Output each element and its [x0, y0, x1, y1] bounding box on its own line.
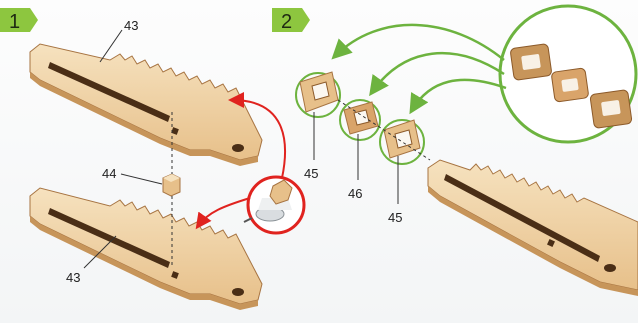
label-43-bottom: 43	[66, 270, 80, 285]
glue-arrow-bottom	[195, 197, 251, 230]
rack-part-step2	[427, 159, 638, 296]
frame-part-45-left	[295, 71, 341, 118]
frame-part-45-right	[379, 119, 425, 165]
label-45-right: 45	[388, 210, 402, 225]
glue-icon	[243, 175, 306, 235]
step-2-number: 2	[281, 11, 292, 33]
green-arrow-2	[369, 52, 505, 97]
label-45-left: 45	[304, 166, 318, 181]
label-46: 46	[348, 186, 362, 201]
green-arrow-1	[331, 23, 505, 61]
zoom-callout-icon	[498, 4, 638, 144]
step-2-badge: 2	[272, 8, 310, 33]
label-43-top: 43	[124, 18, 138, 33]
connector-part-44	[162, 173, 181, 197]
glue-arrow-top	[228, 92, 287, 179]
alignment-line-step2	[337, 99, 431, 161]
callout-frame-1	[510, 43, 552, 81]
label-44: 44	[102, 166, 116, 181]
leader-43-bottom	[83, 235, 117, 269]
callout-frame-2	[551, 67, 589, 103]
green-arrow-3	[409, 78, 507, 115]
step-1-number: 1	[9, 11, 20, 33]
frame-part-46	[339, 99, 381, 141]
step-1-badge: 1	[0, 8, 38, 33]
callout-frame-3	[589, 89, 633, 129]
leader-44	[120, 173, 163, 185]
rack-part-top	[29, 43, 263, 166]
leader-43-top	[99, 29, 123, 63]
